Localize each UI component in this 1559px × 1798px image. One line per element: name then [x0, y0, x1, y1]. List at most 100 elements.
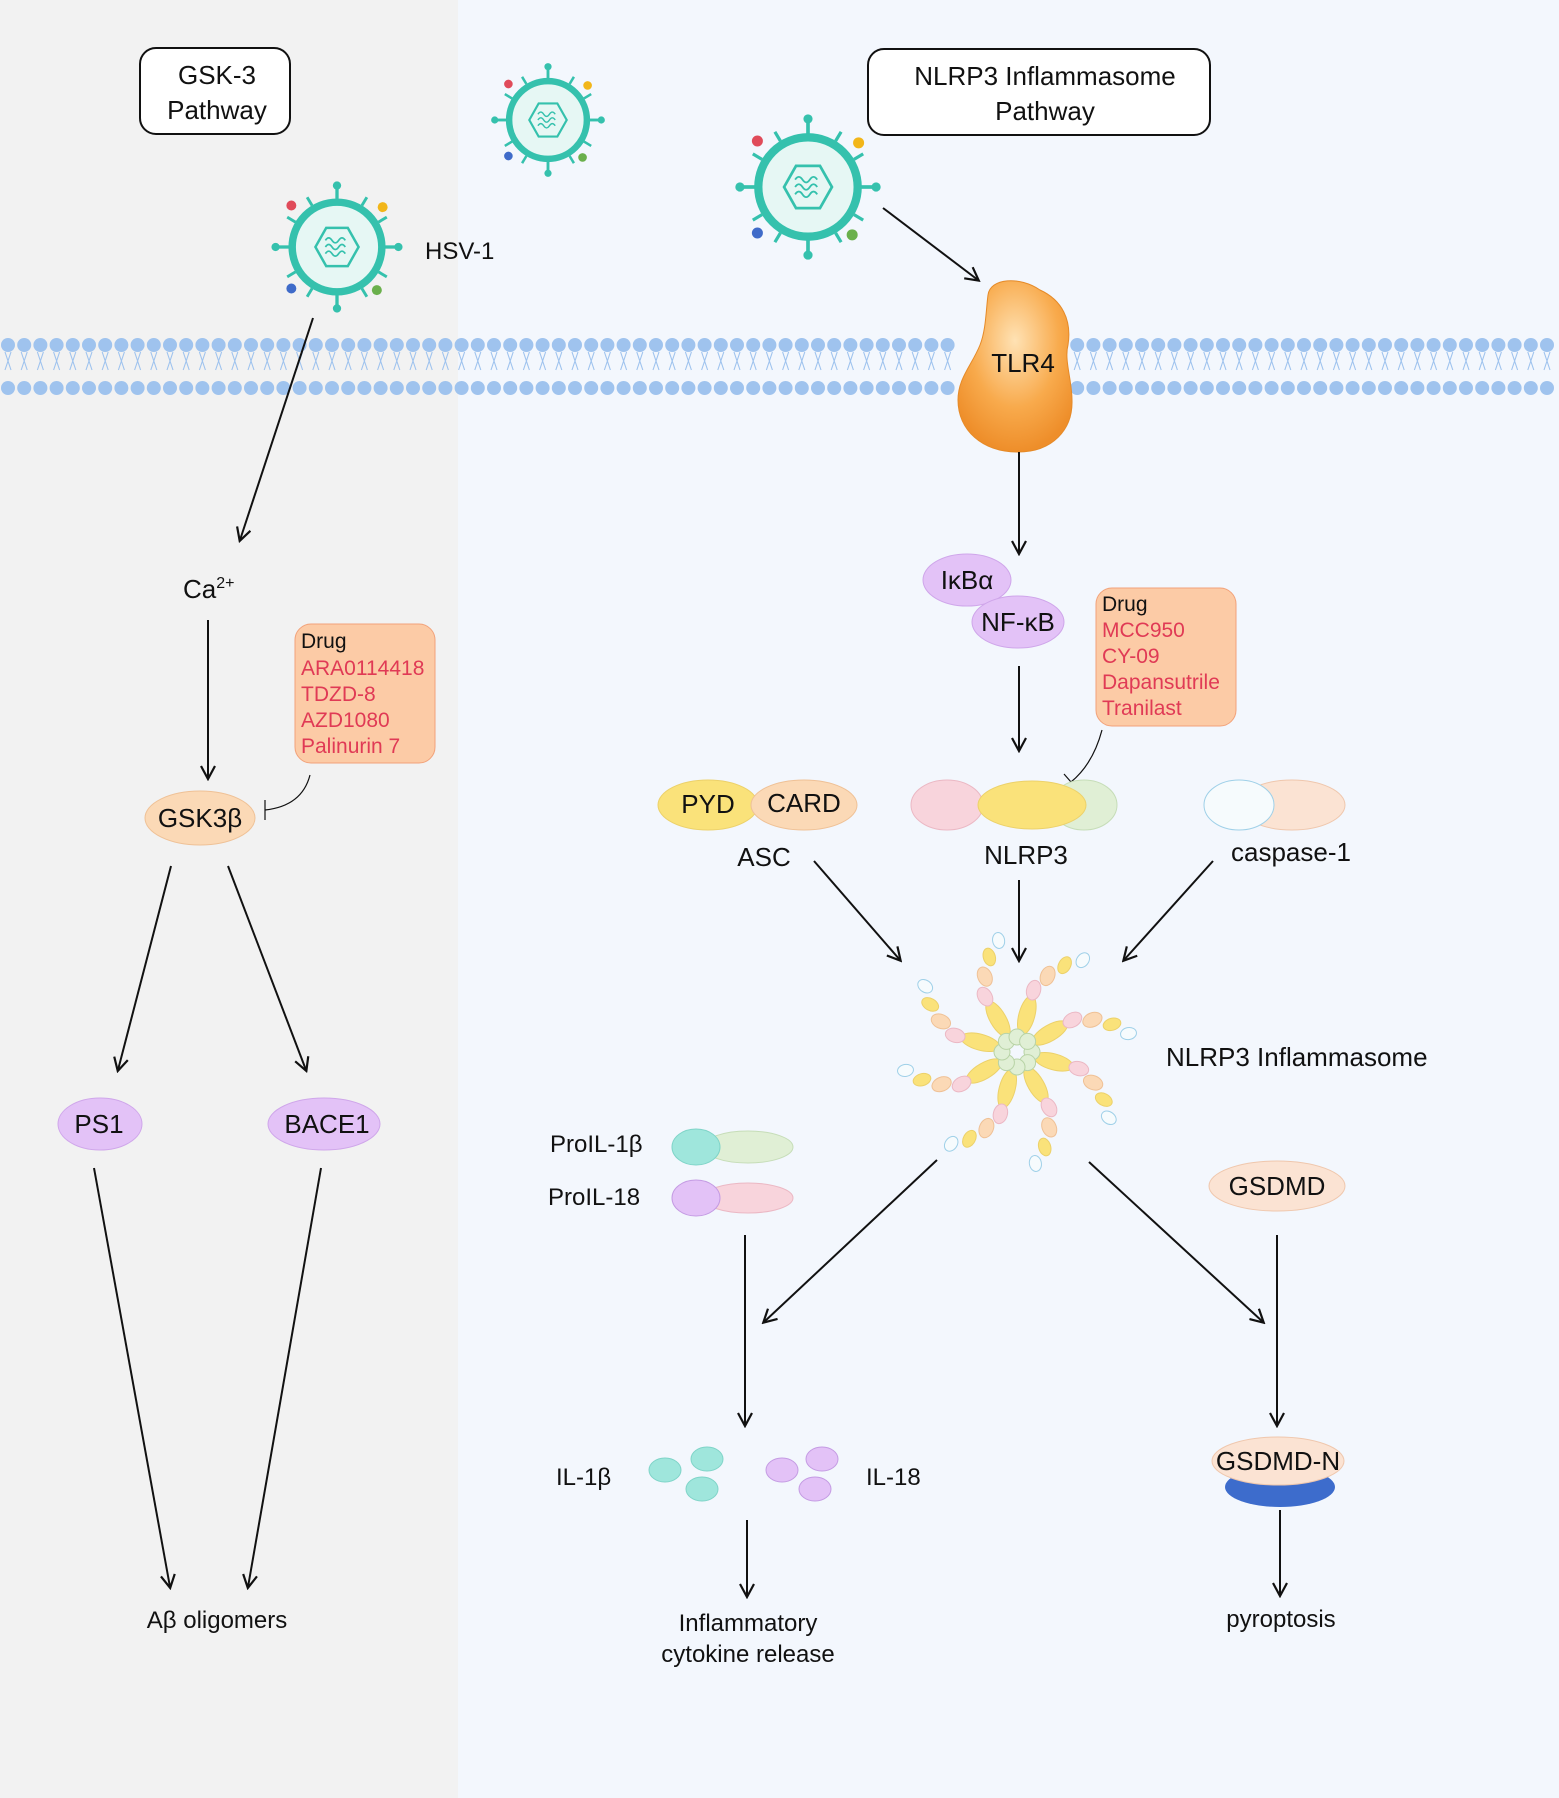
- lipid-molecule: [1378, 381, 1392, 395]
- lipid-molecule: [1284, 351, 1292, 371]
- gsk-title-line1: GSK-3: [178, 60, 256, 90]
- lipid-molecule: [1313, 381, 1328, 395]
- lipid-molecule: [357, 338, 372, 352]
- lipid-molecule: [1345, 381, 1360, 395]
- lipid-molecule: [179, 338, 194, 352]
- lipid-molecule: [713, 338, 728, 352]
- nfkb-node: [971, 595, 1065, 649]
- lipid-molecule: [211, 338, 226, 352]
- lipid-molecule: [231, 351, 239, 371]
- lipid-molecule: [519, 338, 534, 352]
- lipid-molecule: [17, 381, 32, 395]
- caspase1-to-inflammasome-arrow: [1124, 860, 1214, 960]
- lipid-molecule: [1118, 338, 1133, 352]
- lipid-molecule: [474, 351, 482, 371]
- lipid-molecule: [762, 338, 777, 352]
- lipid-molecule: [422, 338, 437, 352]
- lipid-molecule: [1410, 338, 1425, 352]
- inflammasome-subunit: [1025, 979, 1042, 1001]
- lipid-molecule: [717, 351, 725, 371]
- lipid-molecule: [1135, 381, 1149, 395]
- lipid-molecule: [227, 381, 242, 395]
- lipid-molecule: [539, 351, 547, 371]
- lipid-molecule: [1543, 351, 1551, 371]
- lipid-molecule: [924, 338, 939, 352]
- lipid-molecule: [794, 338, 809, 352]
- lipid-molecule: [279, 351, 287, 371]
- lipid-molecule: [487, 338, 501, 352]
- lipid-molecule: [341, 381, 356, 395]
- inflammasome-subunit: [951, 1075, 972, 1093]
- gsk-pathway-background: [0, 0, 458, 1798]
- lipid-molecule: [713, 381, 728, 395]
- asc-label: ASC: [737, 842, 790, 872]
- lipid-molecule: [1332, 351, 1340, 371]
- lipid-molecule: [1102, 381, 1117, 395]
- lipid-molecule: [36, 351, 44, 371]
- lipid-molecule: [1151, 338, 1166, 352]
- ps1-node: [57, 1097, 143, 1151]
- lipid-molecule: [1410, 381, 1425, 395]
- lipid-molecule: [263, 351, 271, 371]
- lipid-molecule: [895, 351, 903, 371]
- inflammasome-subunit: [976, 986, 994, 1007]
- lipid-molecule: [308, 338, 323, 352]
- lipid-molecule: [211, 381, 226, 395]
- ikba-node: [922, 553, 1012, 607]
- lipid-molecule: [117, 351, 125, 371]
- lipid-molecule: [389, 381, 404, 395]
- lipid-molecule: [1086, 338, 1101, 352]
- lipid-molecule: [892, 381, 906, 395]
- gsk3b-to-bace1-arrow: [227, 865, 306, 1070]
- lipid-molecule: [1378, 338, 1392, 352]
- asc-pyd-label: PYD: [681, 789, 734, 819]
- lipid-molecule: [195, 381, 210, 395]
- nlrp3-pathway-title-box: NLRP3 Inflammasome Pathway: [867, 48, 1211, 136]
- gsdmd-node: [1208, 1160, 1346, 1212]
- lipid-molecule: [749, 351, 757, 371]
- lipid-molecule: [1089, 351, 1097, 371]
- lipid-molecule: [827, 381, 842, 395]
- lipid-molecule: [325, 338, 339, 352]
- lipid-molecule: [1365, 351, 1373, 371]
- lipid-molecule: [1507, 381, 1522, 395]
- lipid-molecule: [1361, 381, 1376, 395]
- lipid-molecule: [1280, 338, 1295, 352]
- asc-card-domain: [750, 779, 858, 831]
- lipid-molecule: [1329, 381, 1344, 395]
- lipid-molecule: [150, 351, 158, 371]
- pro-il1b-label: ProIL-1β: [550, 1131, 643, 1158]
- lipid-molecule: [470, 381, 485, 395]
- lipid-molecule: [600, 338, 615, 352]
- inflammasome-subunit: [1019, 1032, 1037, 1050]
- lipid-molecule: [603, 351, 611, 371]
- lipid-molecule: [519, 381, 534, 395]
- lipid-molecule: [441, 351, 449, 371]
- lipid-molecule: [1235, 351, 1243, 371]
- bace1-node: [267, 1097, 381, 1151]
- lipid-molecule: [814, 351, 822, 371]
- lipid-molecule: [1523, 381, 1538, 395]
- lipid-molecule: [1251, 351, 1259, 371]
- lipid-molecule: [1232, 338, 1247, 352]
- nfkb-label: NF-κB: [981, 607, 1055, 637]
- inflammasome-subunit: [1062, 1011, 1083, 1029]
- lipid-molecule: [1216, 338, 1230, 352]
- inflammasome-to-cytokines-arrow: [764, 1159, 938, 1322]
- inflammasome-subunit: [978, 1117, 995, 1139]
- lipid-molecule: [730, 381, 744, 395]
- lipid-molecule: [632, 381, 647, 395]
- abeta-oligomers-label: Aβ oligomers: [147, 1607, 288, 1634]
- lipid-molecule: [1106, 351, 1114, 371]
- lipid-molecule: [182, 351, 190, 371]
- lipid-molecule: [811, 381, 825, 395]
- lipid-molecule: [1394, 338, 1409, 352]
- lipid-molecule: [1442, 338, 1457, 352]
- inflammasome-subunit: [944, 1027, 966, 1044]
- lipid-molecule: [409, 351, 417, 371]
- lipid-molecule: [82, 338, 96, 352]
- lipid-molecule: [620, 351, 628, 371]
- inflammasome-subunit: [1057, 956, 1072, 975]
- lipid-molecule: [166, 351, 174, 371]
- lipid-molecule: [908, 338, 923, 352]
